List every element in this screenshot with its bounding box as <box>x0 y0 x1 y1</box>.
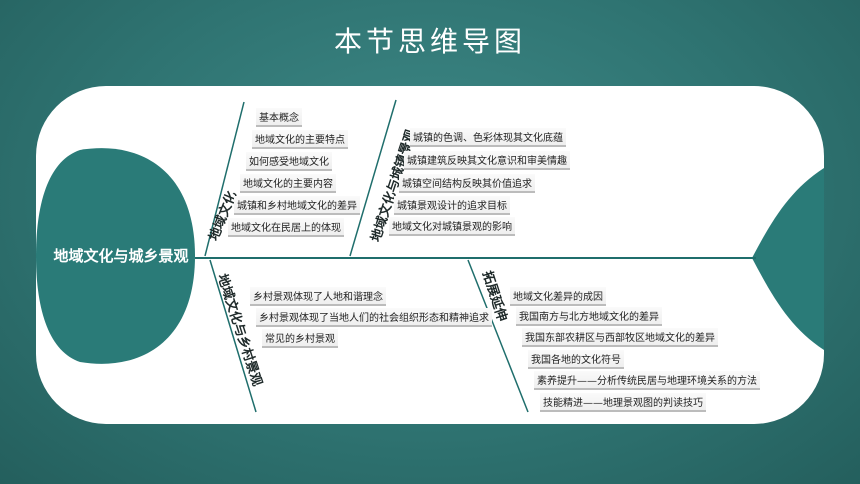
branch-1-item-5: 城镇和乡村地域文化的差异 <box>234 196 360 215</box>
fish-head <box>36 148 195 364</box>
center-topic: 地域文化与城乡景观 <box>53 247 189 265</box>
branch-1-item-4: 地域文化的主要内容 <box>240 174 336 193</box>
branch-1-item-2: 地域文化的主要特点 <box>252 130 348 149</box>
page-title: 本节思维导图 <box>333 25 526 58</box>
branch-1-item-1: 基本概念 <box>256 108 302 127</box>
bone-lower-1 <box>209 259 257 413</box>
bone-lower-2 <box>467 259 529 413</box>
branch-2-item-3: 城镇空间结构反映其价值追求 <box>399 174 535 193</box>
branch-2-item-5: 地域文化对城镇景观的影响 <box>389 217 515 236</box>
bone-upper-2 <box>349 99 397 257</box>
branch-2-item-1: 城镇的色调、色彩体现其文化底蕴 <box>410 128 566 147</box>
branch-1-item-3: 如何感受地域文化 <box>246 152 332 171</box>
branch-2-item-4: 城镇景观设计的追求目标 <box>394 196 510 215</box>
fish-tail <box>752 168 824 350</box>
branch-3-item-3: 常见的乡村景观 <box>262 329 338 348</box>
branch-2-item-2: 城镇建筑反映其文化意识和审美情趣 <box>404 151 570 170</box>
branch-4-item-6: 技能精进——地理景观图的判读技巧 <box>540 393 706 412</box>
branch-4-item-1: 地域文化差异的成因 <box>510 287 606 306</box>
branch-3-item-2: 乡村景观体现了当地人们的社会组织形态和精神追求 <box>256 308 492 327</box>
branch-4-item-3: 我国东部农耕区与西部牧区地域文化的差异 <box>522 328 718 347</box>
bone-upper-1 <box>204 101 245 257</box>
branch-4-item-2: 我国南方与北方地域文化的差异 <box>516 307 662 326</box>
branch-3-item-1: 乡村景观体现了人地和谐理念 <box>250 287 386 306</box>
branch-4-item-4: 我国各地的文化符号 <box>528 350 624 369</box>
branch-4-item-5: 素养提升——分析传统民居与地理环境关系的方法 <box>534 371 760 390</box>
branch-1-item-6: 地域文化在民居上的体现 <box>228 218 344 237</box>
